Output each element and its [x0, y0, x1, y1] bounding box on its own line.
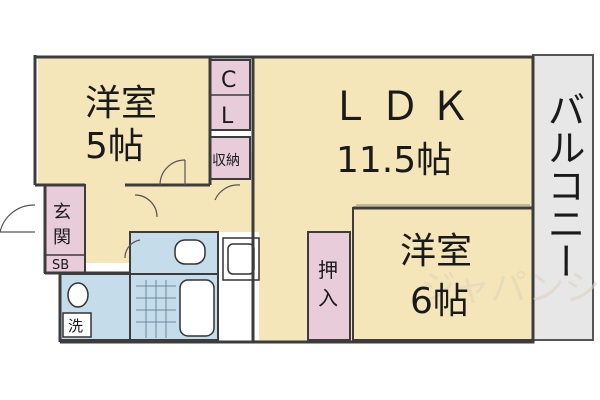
oshiire-label-2: 入: [318, 286, 338, 310]
washer-spot: [62, 312, 92, 338]
bath-tile-grid: [136, 280, 176, 338]
ldk-size: 11.5帖: [336, 140, 452, 181]
wash-label: 洗: [68, 317, 83, 335]
ldk-name: ＬＤＫ: [330, 84, 480, 130]
entrance-floor: [80, 185, 130, 263]
oshiire-closet: [307, 231, 351, 341]
western-room-2-floor: [352, 207, 534, 341]
western-room-1-size: 5帖: [85, 126, 144, 167]
balcony-area: [532, 54, 594, 341]
toilet-fixture: [174, 239, 206, 265]
watermark: ジャパンショップ: [420, 268, 600, 309]
western-room-2-name: 洋室: [400, 231, 472, 272]
western-room-2-size: 6帖: [410, 281, 469, 322]
closet-c-label: C: [221, 68, 236, 93]
storage-label: 収納: [212, 153, 240, 169]
balcony-label: バルコニー: [541, 90, 585, 280]
washbasin: [67, 282, 89, 308]
kitchen-sink: [227, 243, 255, 275]
bathtub: [179, 279, 215, 337]
western-room-1-name: 洋室: [85, 83, 157, 124]
oshiire-label-1: 押: [318, 258, 338, 282]
closet-l-label: L: [221, 104, 234, 129]
entrance-label-1: 玄: [53, 202, 71, 223]
entrance-label-2: 関: [53, 227, 71, 248]
shoe-box-label: SB: [52, 258, 69, 273]
door-swings: [0, 159, 241, 259]
